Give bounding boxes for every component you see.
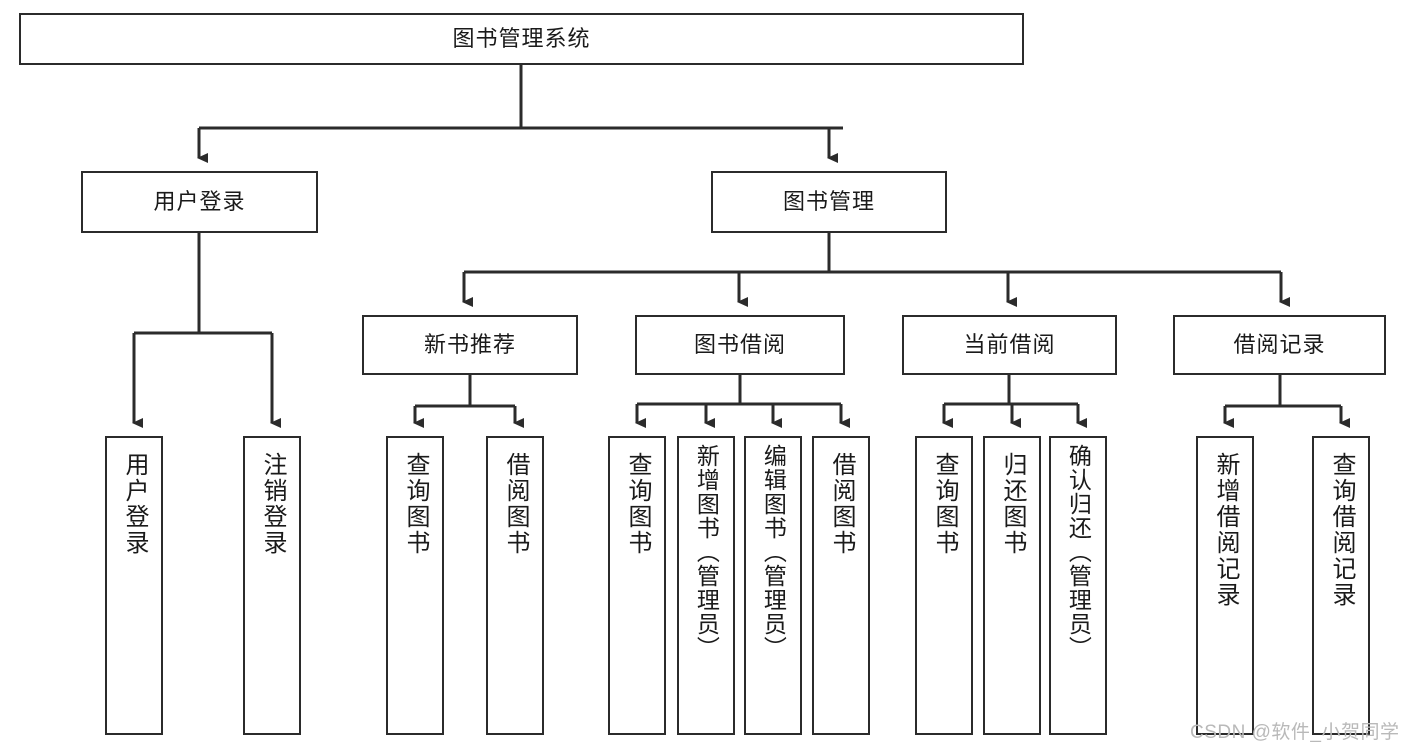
node-new-book-recommend[interactable]: 新书推荐: [362, 315, 578, 375]
leaf-label: 查询借阅记录: [1327, 452, 1355, 608]
node-borrow-record-label: 借阅记录: [1233, 332, 1326, 358]
csdn-watermark: CSDN @软件_小贺同学: [1190, 722, 1400, 743]
node-book-management-label: 图书管理: [782, 189, 875, 215]
leaf-borrow-book[interactable]: 借阅图书: [812, 436, 870, 735]
leaf-user-login[interactable]: 用户登录: [105, 436, 163, 735]
leaf-return-book[interactable]: 归还图书: [983, 436, 1041, 735]
leaf-query-book-current[interactable]: 查询图书: [915, 436, 973, 735]
leaf-label: 确认归还（管理员）: [1065, 444, 1092, 660]
node-current-borrow[interactable]: 当前借阅: [902, 315, 1117, 375]
leaf-add-book-admin[interactable]: 新增图书（管理员）: [677, 436, 735, 735]
leaf-query-book-borrow[interactable]: 查询图书: [608, 436, 666, 735]
leaf-label: 注销登录: [258, 452, 286, 556]
leaf-label: 借阅图书: [501, 452, 529, 556]
node-book-borrow-label: 图书借阅: [693, 332, 786, 358]
leaf-label: 新增借阅记录: [1211, 452, 1239, 608]
leaf-label: 新增图书（管理员）: [693, 444, 720, 660]
leaf-borrow-book-newbook[interactable]: 借阅图书: [486, 436, 544, 735]
node-root[interactable]: 图书管理系统: [19, 13, 1024, 65]
node-borrow-record[interactable]: 借阅记录: [1173, 315, 1386, 375]
node-book-management[interactable]: 图书管理: [711, 171, 947, 233]
leaf-edit-book-admin[interactable]: 编辑图书（管理员）: [744, 436, 802, 735]
node-current-borrow-label: 当前借阅: [963, 332, 1056, 358]
leaf-add-borrow-record[interactable]: 新增借阅记录: [1196, 436, 1254, 735]
leaf-label: 归还图书: [998, 452, 1026, 556]
leaf-label: 查询图书: [623, 452, 651, 556]
leaf-query-book-newbook[interactable]: 查询图书: [386, 436, 444, 735]
node-user-login[interactable]: 用户登录: [81, 171, 318, 233]
leaf-label: 查询图书: [401, 452, 429, 556]
leaf-label: 用户登录: [120, 452, 148, 556]
leaf-label: 借阅图书: [827, 452, 855, 556]
leaf-query-borrow-record[interactable]: 查询借阅记录: [1312, 436, 1370, 735]
node-root-label: 图书管理系统: [452, 26, 591, 52]
node-book-borrow[interactable]: 图书借阅: [635, 315, 845, 375]
node-user-login-label: 用户登录: [153, 189, 246, 215]
leaf-label: 编辑图书（管理员）: [760, 444, 787, 660]
node-new-book-recommend-label: 新书推荐: [423, 332, 516, 358]
leaf-label: 查询图书: [930, 452, 958, 556]
leaf-logout[interactable]: 注销登录: [243, 436, 301, 735]
leaf-confirm-return-admin[interactable]: 确认归还（管理员）: [1049, 436, 1107, 735]
